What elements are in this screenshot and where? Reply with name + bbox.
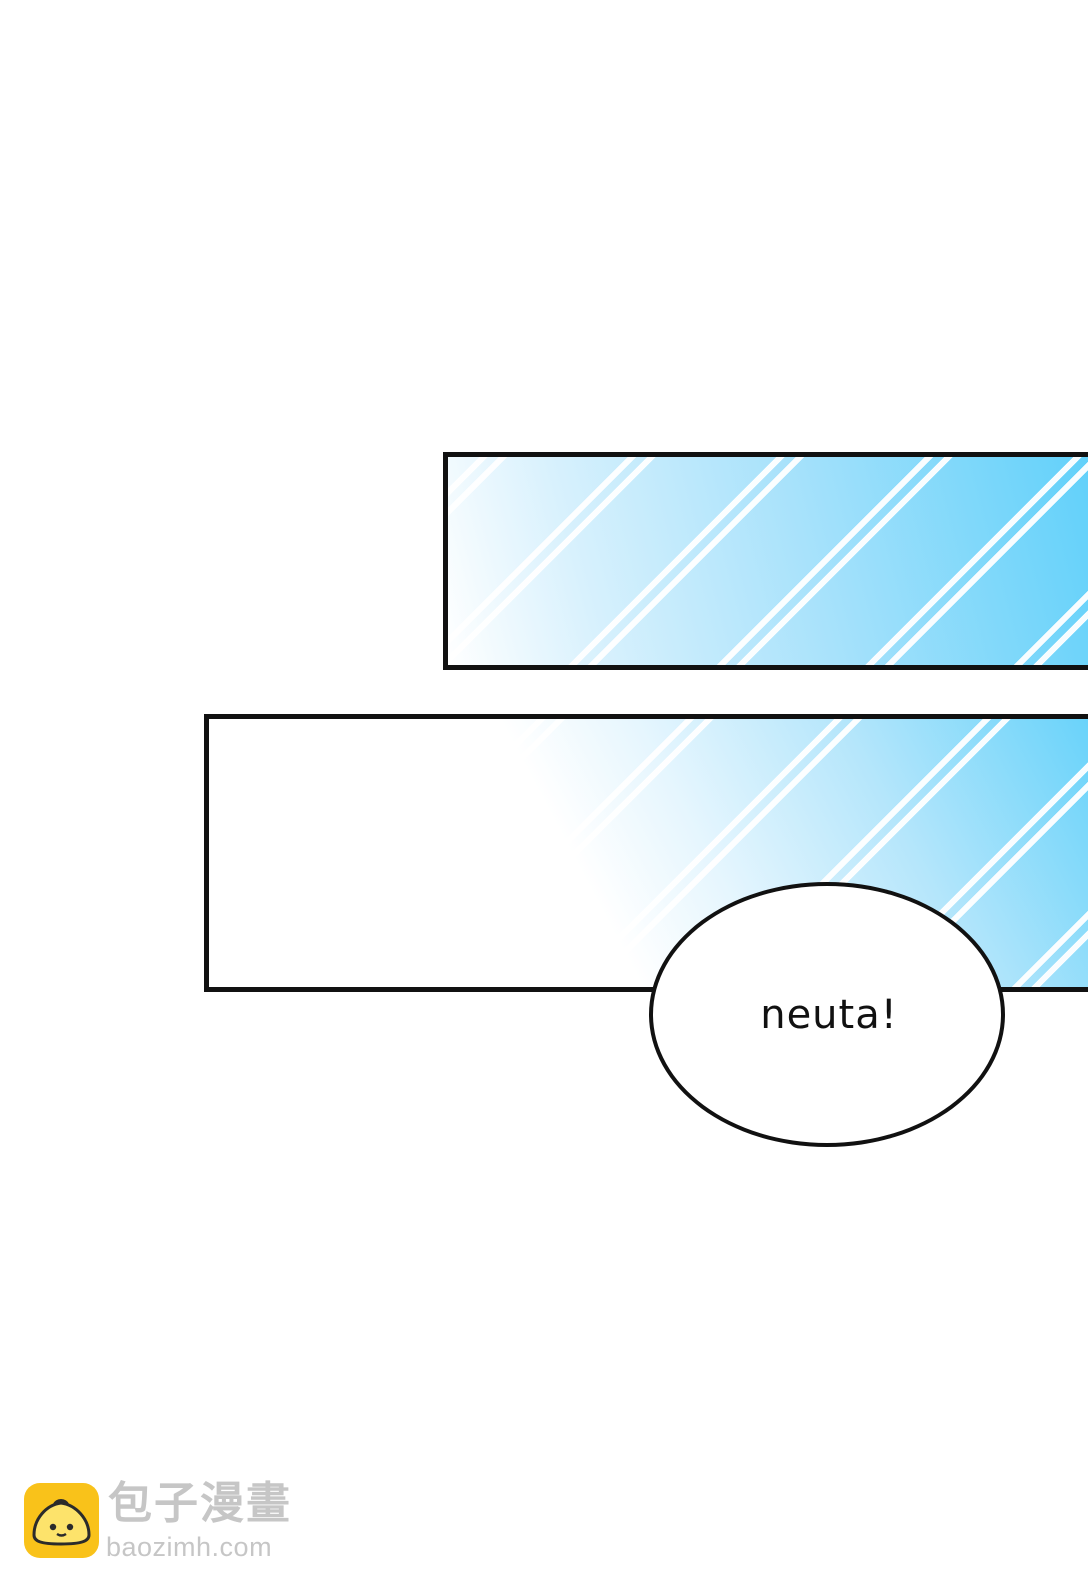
steamed-bun-icon [24, 1483, 99, 1558]
watermark-url: baozimh.com [106, 1532, 273, 1562]
watermark: 包子漫畫 baozimh.com [24, 1480, 324, 1564]
watermark-site-name: 包子漫畫 [108, 1478, 292, 1529]
comic-panel-bottom [204, 714, 1088, 992]
comic-panel-top [443, 452, 1088, 670]
speech-bubble-text: neuta! [760, 991, 898, 1038]
speech-bubble: neuta! [649, 882, 1005, 1147]
